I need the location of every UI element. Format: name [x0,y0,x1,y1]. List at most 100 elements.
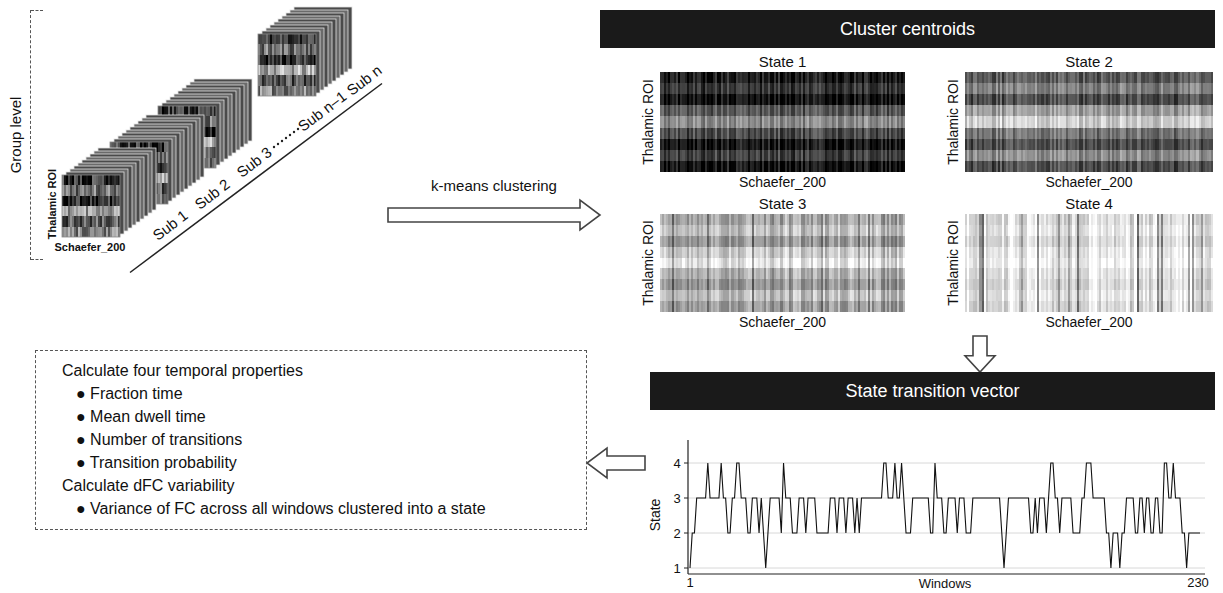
matrix-cell [286,75,288,86]
matrix-cell [260,65,262,76]
matrix-cell [260,75,262,86]
matrix-cell [64,185,66,196]
matrix-cell [274,65,276,76]
matrix-cell [100,206,102,217]
state-chart [684,440,1205,574]
group-label: Group level [7,97,24,174]
matrix-cell [280,65,282,76]
matrix-cell [98,206,100,217]
matrix-cell [280,34,282,45]
matrix-cell [96,175,98,186]
matrix-cell [64,175,66,186]
matrix-cell [268,55,270,66]
matrix-cell [272,55,274,66]
matrix-cell [290,75,292,86]
matrix-cell [306,65,308,76]
matrix-cell [300,55,302,66]
matrix-cell [116,206,118,217]
matrix-cell [208,127,210,138]
matrix-cell [300,86,302,97]
matrix-cell [104,227,106,238]
matrix-cell [288,44,290,55]
matrix-cell [82,206,84,217]
heatmap [965,72,1213,172]
matrix-cell [212,137,214,148]
matrix-cell [78,185,80,196]
matrix-cell [296,75,298,86]
matrix-cell [286,65,288,76]
matrix-cell [162,152,164,163]
matrix-cell [280,86,282,97]
matrix-cell [82,185,84,196]
matrix-cell [312,34,314,45]
matrix-cell [296,55,298,66]
matrix-cell [278,44,280,55]
matrix-cell [96,206,98,217]
matrix-cell [98,185,100,196]
matrix-cell [300,65,302,76]
matrix-cell [108,206,110,217]
matrix-cell [102,196,104,207]
matrix-cell [82,216,84,227]
block-arrow [388,200,600,230]
matrix-cell [300,34,302,45]
matrix-cell [96,185,98,196]
matrix-cell [68,196,70,207]
matrix-cell [294,65,296,76]
matrix-cell [308,44,310,55]
y-axis [687,440,688,574]
matrix-cell [116,175,118,186]
matrix-cell [264,34,266,45]
matrix-cell [206,147,208,158]
matrix-cell [208,137,210,148]
matrix-cell [266,75,268,86]
matrix-cell [268,75,270,86]
matrix-cell [288,55,290,66]
matrix-cell [290,65,292,76]
matrix-cell [70,185,72,196]
matrix-cell [312,86,314,97]
matrix-cell [262,75,264,86]
matrix-cell [116,196,118,207]
matrix-cell [304,34,306,45]
subject-stacks [62,7,352,237]
matrix-cell [92,196,94,207]
matrix-cell [106,216,108,227]
matrix-cell [280,44,282,55]
subject-stack [258,7,352,96]
matrix-cell [106,175,108,186]
matrix-cell [164,183,166,194]
matrix-outline [258,34,316,96]
matrix-cell [72,206,74,217]
matrix-cell [266,65,268,76]
heatmap-cell [903,83,905,95]
matrix-cell [106,185,108,196]
matrix-cell [104,175,106,186]
matrix-cell [90,185,92,196]
matrix-cell [270,34,272,45]
subject-stack [62,148,156,237]
axis-label: Schaefer_200 [660,174,905,190]
matrix-cell [284,86,286,97]
matrix-cell [78,216,80,227]
matrix-cell [270,75,272,86]
matrix-cell [162,163,164,174]
ellipsis-dot [277,143,279,145]
matrix-cell [208,147,210,158]
matrix-cell [274,75,276,86]
matrix-cell [76,227,78,238]
matrix-cell [310,34,312,45]
matrix-cell [112,227,114,238]
matrix-cell [302,65,304,76]
matrix-cell [284,65,286,76]
bracket-tick [31,10,43,11]
matrix-cell [70,216,72,227]
matrix-cell [284,44,286,55]
matrix-cell [108,185,110,196]
heatmap-cell [903,94,905,106]
matrix-cell [296,34,298,45]
matrix-cell [312,65,314,76]
matrix-cell [96,227,98,238]
matrix-slice [70,169,128,231]
ellipsis-dot [293,131,295,133]
